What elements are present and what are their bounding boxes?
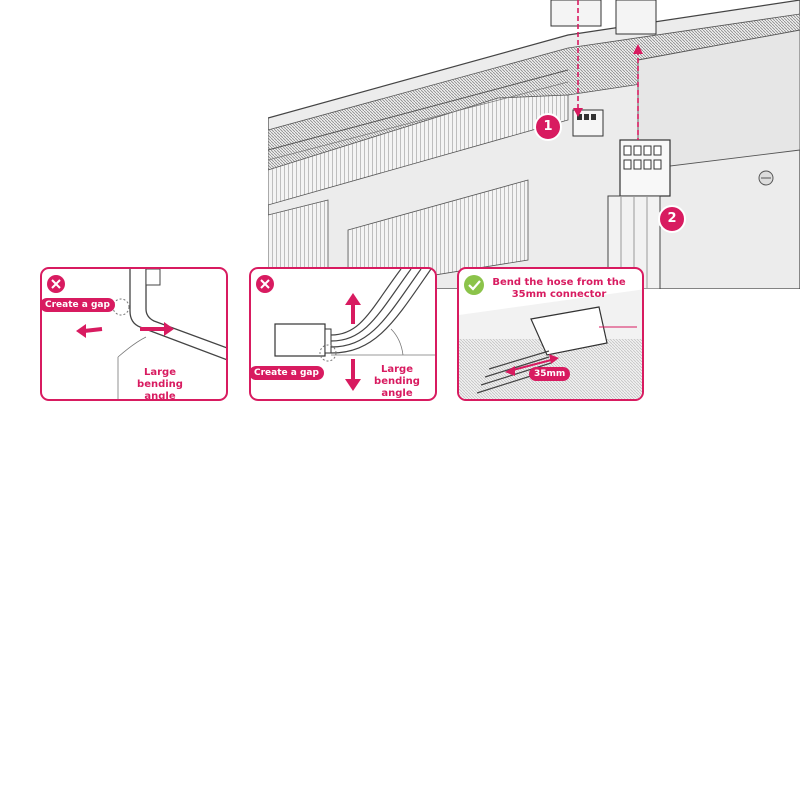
- check-icon: [464, 275, 484, 295]
- gpu-connector-illustration: [268, 0, 800, 289]
- arrow-down-icon: [345, 379, 361, 391]
- bending-angle-line-1: Large bending: [374, 364, 420, 387]
- top-connector: [550, 0, 602, 27]
- step-2-badge: 2: [658, 205, 686, 233]
- bend-instruction: Bend the hose from the 35mm connector: [489, 277, 629, 301]
- arrow-up-icon: [345, 293, 361, 305]
- bend-instruction-line-2: 35mm connector: [511, 289, 607, 300]
- distance-tag: 35mm: [529, 367, 571, 381]
- bending-angle-line-1: Large bending: [137, 367, 183, 390]
- arrow-left-icon: [76, 324, 86, 338]
- create-gap-tag: Create a gap: [42, 298, 115, 312]
- bending-angle-note: Large bending angle: [357, 364, 435, 399]
- bend-instruction-line-1: Bend the hose from the: [492, 277, 626, 288]
- cable-outline: [129, 269, 226, 361]
- incorrect-bend-panel-1: Create a gap Large bending angle: [40, 267, 228, 401]
- correct-bend-panel: Bend the hose from the 35mm connector 35…: [457, 267, 644, 401]
- panel-1-drawing: [47, 269, 226, 399]
- bending-angle-line-2: angle: [381, 388, 413, 399]
- connector-shape: [530, 306, 608, 356]
- create-gap-tag: Create a gap: [251, 366, 324, 380]
- arrow-right-icon: [164, 322, 174, 336]
- step-1-badge: 1: [534, 113, 562, 141]
- incorrect-bend-panel-2: Create a gap Large bending angle: [249, 267, 437, 401]
- bending-angle-line-2: angle: [144, 391, 176, 401]
- panel-2-drawing: [256, 269, 435, 391]
- connector-shape: [274, 323, 326, 357]
- bending-angle-note: Large bending angle: [120, 367, 200, 401]
